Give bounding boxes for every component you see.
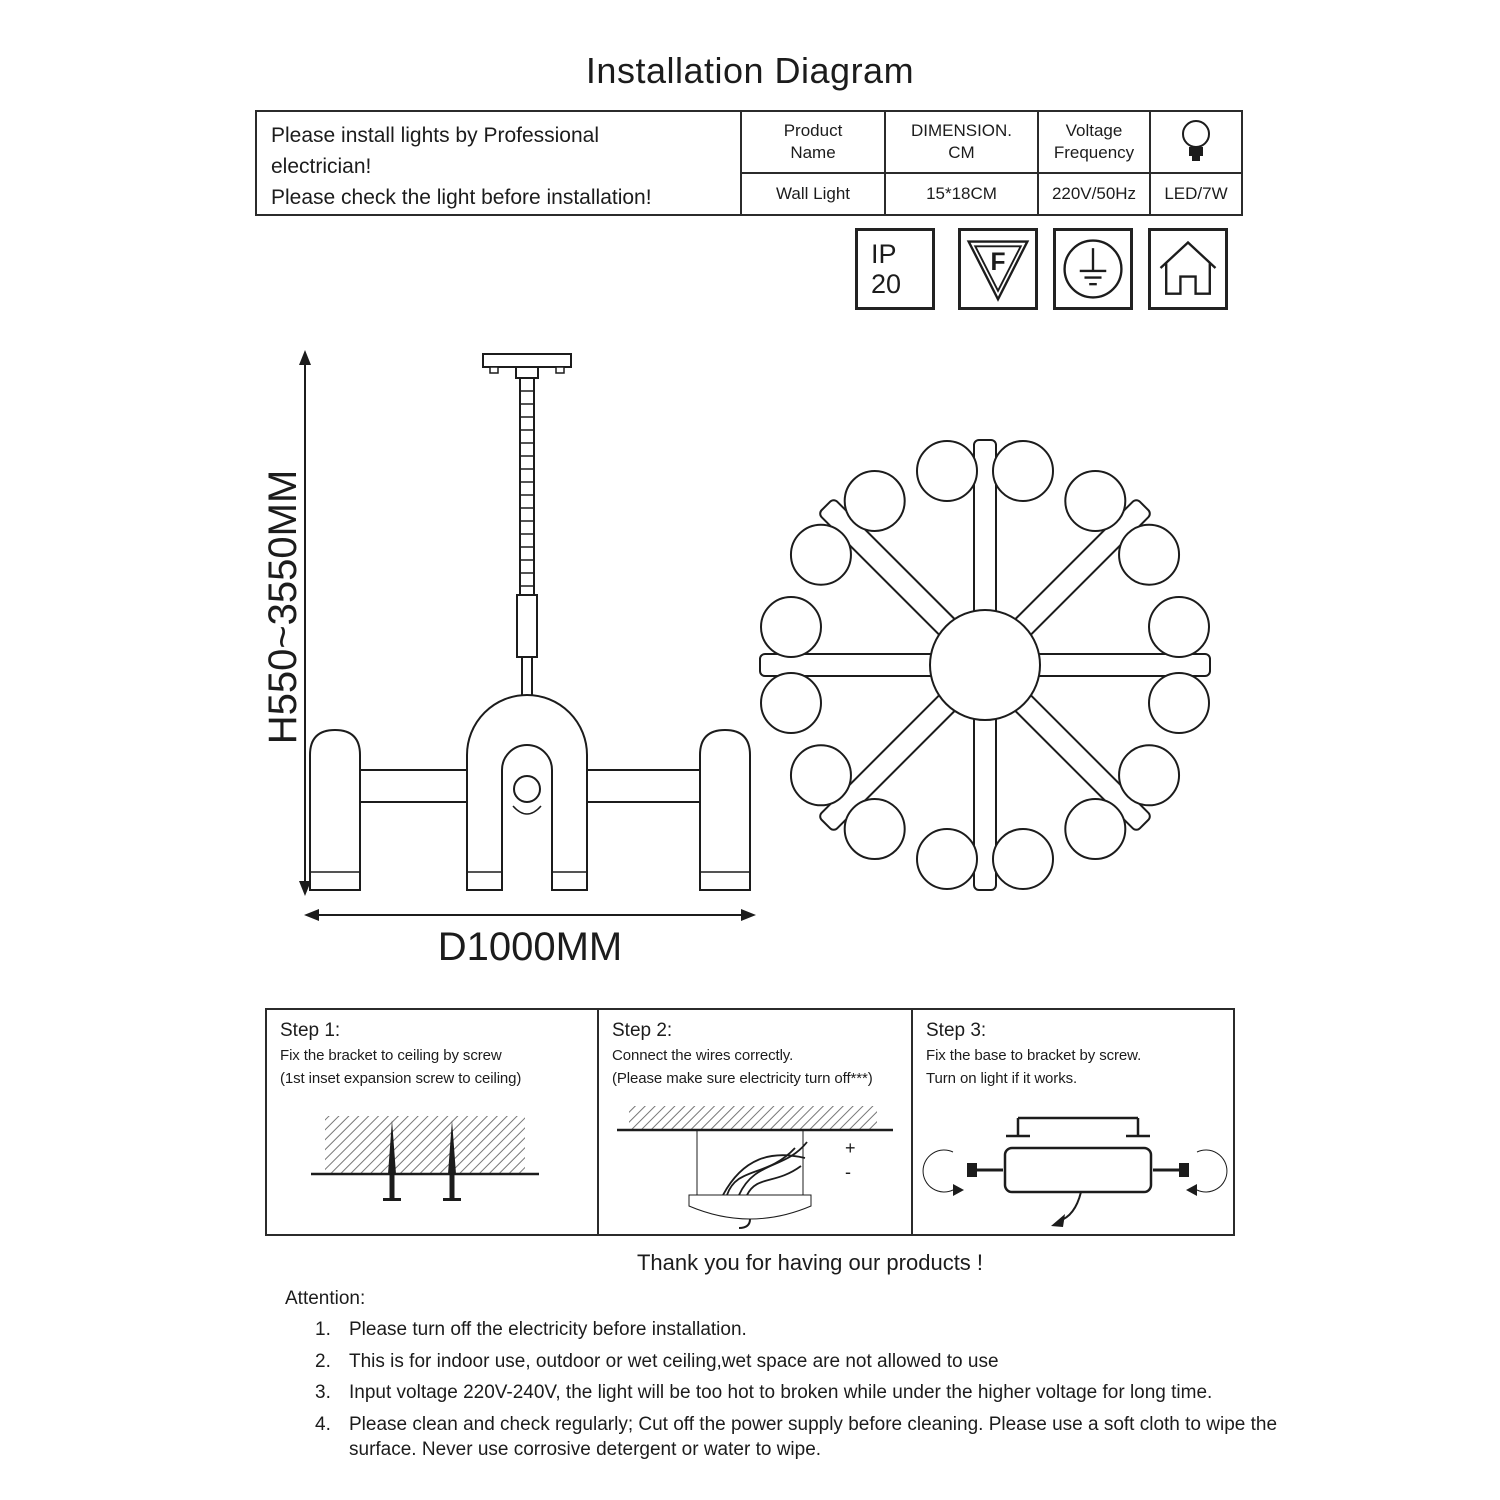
step-1-panel: Step 1: Fix the bracket to ceiling by sc… (267, 1010, 597, 1234)
product-diagram: H550~3550MM D1000MM (261, 350, 1211, 969)
dimension-header: DIMENSION. CM (884, 112, 1037, 172)
step1-illustration (311, 1116, 539, 1201)
thank-you-note: Thank you for having our products ! (636, 1250, 984, 1275)
wire-plus-label: + (845, 1138, 856, 1158)
attention-item: 4. Please clean and check regularly; Cut… (285, 1413, 1329, 1462)
attention-item-text: Input voltage 220V-240V, the light will … (349, 1382, 1213, 1404)
dimension-header-line1: DIMENSION. (910, 120, 1013, 140)
voltage-value: 220V/50Hz (1037, 172, 1149, 214)
attention-item-number: 2. (315, 1350, 331, 1372)
attention-item-text: Please clean and check regularly; Cut of… (349, 1414, 1278, 1460)
attention-item-number: 4. (315, 1414, 331, 1436)
bulb-icon (1182, 120, 1210, 161)
attention-item-text: This is for indoor use, outdoor or wet c… (349, 1350, 999, 1372)
voltage-header: Voltage Frequency (1037, 112, 1149, 172)
earth-ground-icon (1063, 239, 1123, 299)
attention-section: Attention: 1. Please turn off the electr… (285, 1288, 1329, 1469)
rotate-arrow-left (922, 1149, 964, 1196)
spec-table: Please install lights by Professional el… (255, 110, 1243, 216)
left-lamp (309, 728, 361, 891)
center-ball (513, 775, 541, 803)
f-mark-icon: F (966, 240, 1030, 302)
attention-item: 2. This is for indoor use, outdoor or we… (285, 1350, 1329, 1375)
attention-item: 1. Please turn off the electricity befor… (285, 1318, 1329, 1343)
rotate-arrow-right (1186, 1149, 1228, 1196)
diameter-dimension: D1000MM (304, 909, 756, 969)
product-header-line1: Product (783, 120, 843, 140)
ceiling-canopy (482, 353, 572, 368)
attention-title: Attention: (285, 1288, 366, 1309)
step-3-panel: Step 3: Fix the base to bracket by screw… (911, 1010, 1233, 1234)
hanging-chain (519, 377, 535, 596)
center-arch (466, 694, 588, 891)
voltage-header-line2: Frequency (1053, 143, 1135, 162)
installation-steps: Step 1: Fix the bracket to ceiling by sc… (265, 1008, 1235, 1236)
step-2-line2: (Please make sure electricity turn off**… (612, 1069, 873, 1087)
ip-rating-line2: 20 (871, 269, 902, 299)
ip-rating-badge: IP 20 (855, 228, 935, 310)
expansion-screw (383, 1120, 401, 1201)
product-name-header: Product Name (742, 112, 884, 172)
right-lamp (699, 728, 751, 891)
attention-item-number: 3. (315, 1382, 331, 1404)
product-header-line2: Name (790, 143, 836, 162)
f-letter: F (990, 249, 1005, 276)
ground-badge (1053, 228, 1133, 310)
voltage-header-line1: Voltage (1065, 120, 1123, 140)
step3-illustration (922, 1116, 1228, 1227)
step-2-line1: Connect the wires correctly. (612, 1047, 794, 1064)
top-view (759, 439, 1211, 891)
mounting-bracket (1006, 1116, 1150, 1138)
side-view (309, 353, 751, 891)
height-label: H550~3550MM (261, 470, 305, 745)
step-1-line1: Fix the bracket to ceiling by screw (280, 1047, 502, 1064)
notice-line-2: electrician! (271, 155, 372, 179)
attention-item-text: Please turn off the electricity before i… (349, 1319, 747, 1340)
product-name-value: Wall Light (742, 172, 884, 214)
top-view-hub (929, 609, 1041, 721)
f-mark-badge: F (958, 228, 1038, 310)
step-3-title: Step 3: (926, 1020, 987, 1041)
step-1-line2: (1st inset expansion screw to ceiling) (280, 1069, 522, 1087)
screw-left (967, 1163, 1003, 1177)
lamp-value: LED/7W (1149, 172, 1241, 214)
ip-rating-line1: IP (871, 238, 897, 269)
rod-sleeve (516, 594, 538, 658)
dimension-header-line2: CM (948, 143, 975, 162)
notice-line-3: Please check the light before installati… (271, 186, 652, 210)
wires (722, 1141, 808, 1196)
left-arm (359, 769, 468, 803)
screw-right (1153, 1163, 1189, 1177)
indoor-use-badge (1148, 228, 1228, 310)
wire-minus-label: - (845, 1162, 851, 1182)
spec-grid: Product Name DIMENSION. CM Voltage Frequ… (742, 112, 1241, 214)
safety-notice: Please install lights by Professional el… (257, 112, 742, 214)
step2-illustration: + - (617, 1106, 893, 1229)
attention-item-number: 1. (315, 1319, 331, 1340)
attention-item: 3. Input voltage 220V-240V, the light wi… (285, 1381, 1329, 1406)
step-3-line1: Fix the base to bracket by screw. (926, 1047, 1142, 1064)
canopy (688, 1194, 812, 1220)
bulb-header-cell (1149, 112, 1241, 172)
height-dimension: H550~3550MM (261, 350, 311, 896)
step-1-title: Step 1: (280, 1020, 341, 1041)
expansion-screw (443, 1120, 461, 1201)
step-2-panel: Step 2: Connect the wires correctly. (Pl… (597, 1010, 911, 1234)
dimension-value: 15*18CM (884, 172, 1037, 214)
right-arm (586, 769, 701, 803)
diameter-label: D1000MM (438, 925, 623, 969)
notice-line-1: Please install lights by Professional (271, 124, 600, 147)
lamp-base (1003, 1146, 1153, 1194)
house-icon (1159, 240, 1217, 295)
page-title: Installation Diagram (585, 50, 915, 91)
step-2-title: Step 2: (612, 1020, 673, 1041)
step-3-line2: Turn on light if it works. (926, 1069, 1078, 1087)
